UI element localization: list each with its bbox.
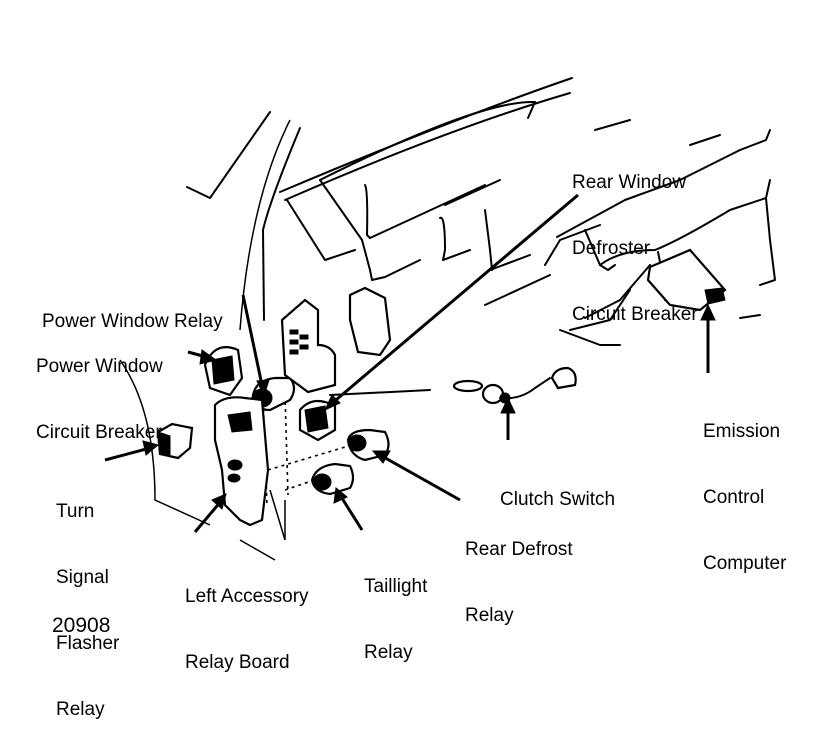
- label-left-accessory-relay-board: Left Accessory Relay Board: [185, 542, 309, 696]
- taillight-relay-part: [310, 462, 355, 496]
- label-line: Relay: [364, 642, 413, 663]
- label-line: Circuit Breaker: [36, 422, 162, 443]
- label-line: Power Window Relay: [42, 311, 223, 332]
- label-line: Defroster: [572, 238, 651, 259]
- arrow-rear-window-defroster-cb: [329, 193, 579, 407]
- label-line: Rear Defrost: [465, 539, 573, 560]
- arrowhead-power-window-relay: [256, 379, 270, 398]
- rear-window-defroster-circuit-breaker-part: [298, 399, 337, 442]
- arrowhead-rear-defrost: [371, 450, 391, 464]
- label-line: Computer: [703, 553, 787, 574]
- fuse-block-part: [280, 298, 337, 394]
- figure-number: 20908: [52, 614, 111, 637]
- leader-arrows: [104, 193, 716, 533]
- dashboard-outline: [119, 77, 776, 561]
- clutch-switch-part: [452, 366, 577, 405]
- emission-control-computer-part: [646, 248, 727, 312]
- label-line: Flasher: [56, 633, 120, 654]
- label-line: Signal: [56, 567, 109, 588]
- label-turn-signal-flasher-relay: Turn Signal Flasher Relay: [56, 457, 119, 743]
- label-line: Power Window: [36, 356, 163, 377]
- label-line: Turn: [56, 501, 95, 522]
- arrowhead-left-accessory: [211, 493, 227, 510]
- turn-signal-flasher-relay-part: [156, 422, 194, 460]
- label-power-window-relay: Power Window Relay: [42, 267, 223, 355]
- arrow-turn-signal: [104, 446, 151, 462]
- arrowhead-rear-window-defroster-cb: [323, 394, 341, 412]
- label-line: Left Accessory: [185, 586, 309, 607]
- arrowhead-emission: [700, 303, 716, 321]
- label-line: Emission: [703, 421, 781, 442]
- left-accessory-relay-board-part: [213, 396, 270, 527]
- relay-box-part: [348, 286, 392, 357]
- arrowhead-clutch-switch: [500, 396, 516, 414]
- label-line: Control: [703, 487, 765, 508]
- label-line: Relay: [465, 605, 514, 626]
- label-line: Relay Board: [185, 652, 290, 673]
- label-clutch-switch: Clutch Switch: [500, 445, 615, 533]
- label-line: Rear Window: [572, 172, 687, 193]
- arrow-power-window-relay: [241, 294, 265, 391]
- label-line: Circuit Breaker: [572, 304, 698, 325]
- arrow-rear-defrost: [379, 453, 461, 502]
- label-taillight-relay: Taillight Relay: [364, 532, 427, 686]
- arrowhead-power-window-cb: [199, 349, 218, 365]
- dashboard-component-diagram: [104, 77, 776, 561]
- label-line: Taillight: [364, 576, 428, 597]
- label-line: Clutch Switch: [500, 489, 616, 510]
- arrowhead-taillight: [333, 487, 348, 504]
- label-rear-defrost-relay: Rear Defrost Relay: [465, 495, 573, 649]
- arrow-taillight: [338, 494, 364, 531]
- arrowhead-turn-signal: [142, 440, 160, 456]
- label-emission-control-computer: Emission Control Computer: [703, 377, 786, 597]
- label-rear-window-defroster-circuit-breaker: Rear Window Defroster Circuit Breaker: [572, 128, 698, 348]
- label-line: Relay: [56, 699, 105, 720]
- label-power-window-circuit-breaker: Power Window Circuit Breaker: [36, 312, 163, 466]
